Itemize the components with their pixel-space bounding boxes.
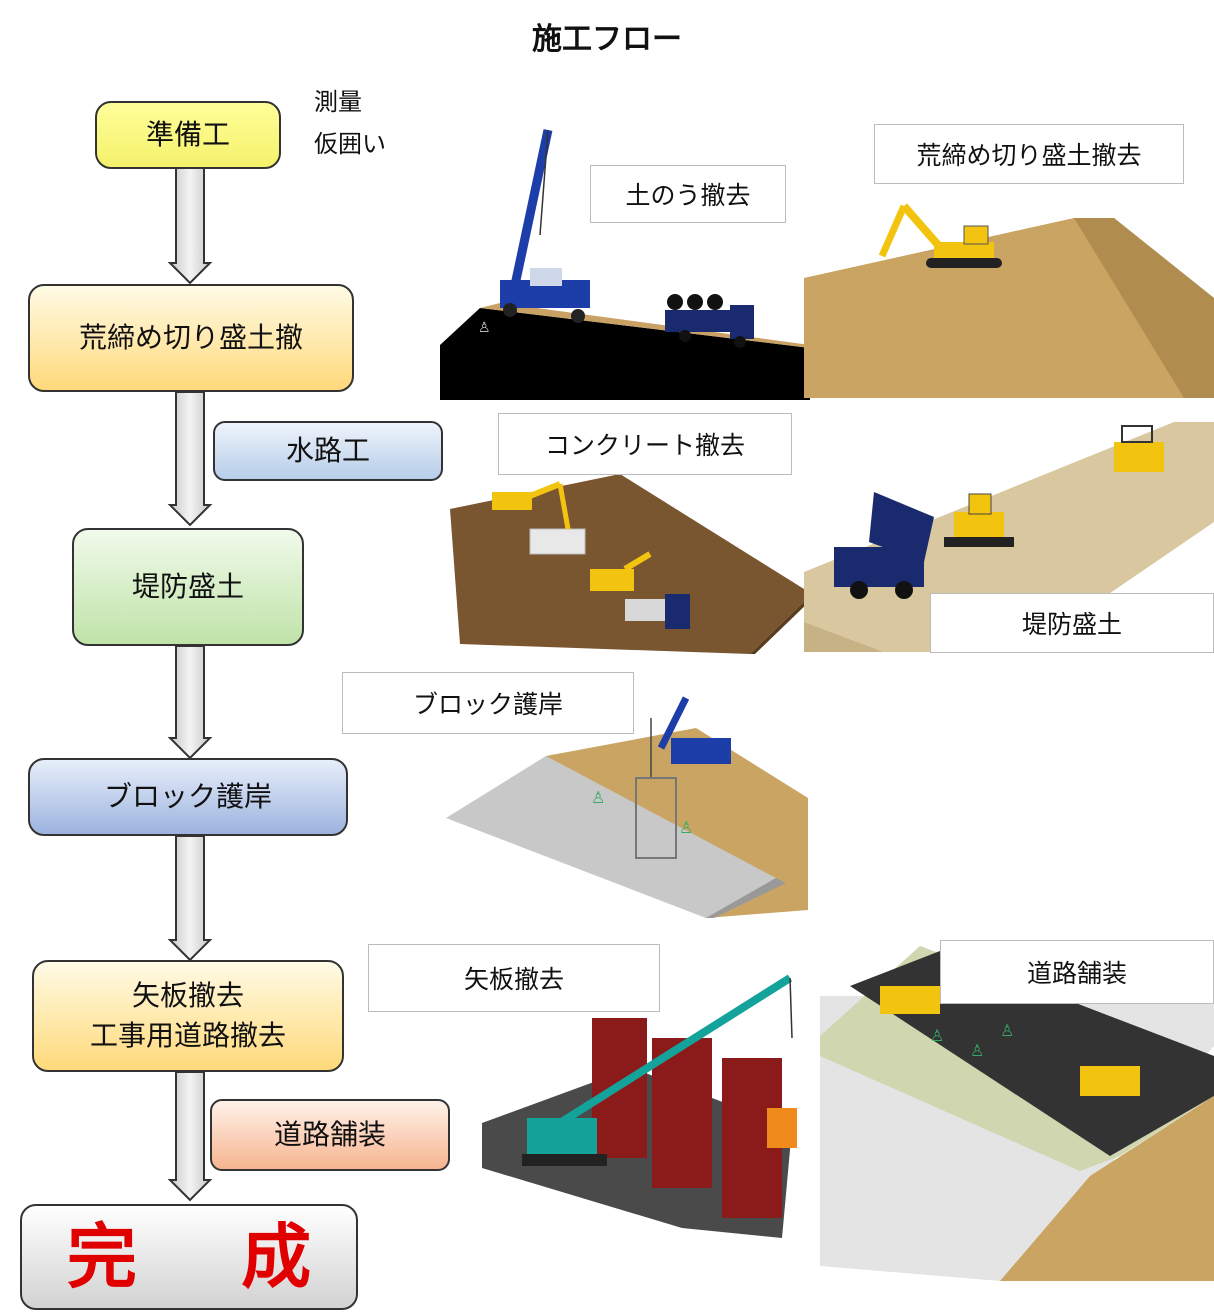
sheet-pile-removal-illustration bbox=[482, 974, 797, 1238]
step-sheet-pile-label-2: 工事用道路撤去 bbox=[89, 1019, 286, 1052]
label-sheet-pile: 矢板撤去 bbox=[368, 944, 660, 1012]
arrow-5 bbox=[167, 1071, 213, 1202]
svg-text:♙: ♙ bbox=[1000, 1021, 1014, 1040]
step-sheet-pile: 矢板撤去 工事用道路撤去 bbox=[32, 960, 344, 1072]
step-block-label: ブロック護岸 bbox=[103, 780, 272, 813]
sandbag-removal-illustration: ♙ bbox=[440, 129, 810, 400]
step-embank-removal: 荒締め切り盛土撤 bbox=[28, 284, 354, 392]
step-complete-label: 完 成 bbox=[66, 1216, 352, 1298]
note-fence: 仮囲い bbox=[314, 130, 386, 158]
step-prep: 準備工 bbox=[95, 101, 281, 169]
step-waterway-label: 水路工 bbox=[285, 434, 370, 467]
svg-text:♙: ♙ bbox=[591, 788, 605, 807]
svg-text:♙: ♙ bbox=[970, 1041, 984, 1060]
step-levee-label: 堤防盛土 bbox=[131, 570, 244, 603]
arrow-3 bbox=[167, 645, 213, 760]
step-block: ブロック護岸 bbox=[28, 758, 348, 836]
label-embankment: 荒締め切り盛土撤去 bbox=[874, 124, 1184, 184]
step-paving-label: 道路舗装 bbox=[273, 1118, 386, 1151]
step-waterway: 水路工 bbox=[213, 421, 443, 481]
arrow-1 bbox=[167, 167, 213, 285]
svg-text:♙: ♙ bbox=[478, 320, 491, 336]
arrow-4 bbox=[167, 835, 213, 962]
levee-embankment-illustration bbox=[804, 422, 1214, 652]
label-sandbag: 土のう撤去 bbox=[590, 165, 786, 223]
label-road-paving: 道路舗装 bbox=[940, 940, 1214, 1004]
step-paving: 道路舗装 bbox=[210, 1099, 450, 1171]
step-prep-label: 準備工 bbox=[145, 118, 230, 151]
page-title: 施工フロー bbox=[532, 22, 682, 57]
embankment-removal-illustration bbox=[804, 203, 1214, 398]
step-sheet-pile-label-1: 矢板撤去 bbox=[131, 979, 244, 1012]
svg-text:♙: ♙ bbox=[679, 818, 693, 837]
label-block: ブロック護岸 bbox=[342, 672, 634, 734]
note-survey: 測量 bbox=[314, 88, 362, 116]
road-paving-illustration: ♙ ♙ ♙ bbox=[820, 946, 1214, 1281]
step-levee: 堤防盛土 bbox=[72, 528, 304, 646]
arrow-2 bbox=[167, 391, 213, 527]
concrete-removal-illustration bbox=[450, 474, 812, 654]
step-embank-removal-label: 荒締め切り盛土撤 bbox=[78, 321, 303, 354]
label-levee: 堤防盛土 bbox=[930, 593, 1214, 653]
step-complete: 完 成 bbox=[20, 1204, 358, 1310]
block-revetment-illustration: ♙ ♙ bbox=[446, 696, 808, 918]
svg-text:♙: ♙ bbox=[930, 1026, 944, 1045]
label-concrete: コンクリート撤去 bbox=[498, 413, 792, 475]
